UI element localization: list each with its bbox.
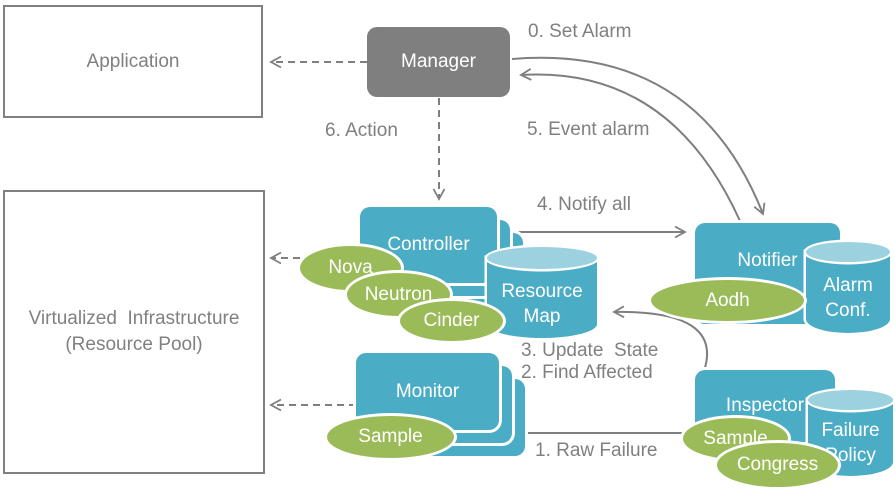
flow-label-raw-failure: 1. Raw Failure <box>535 440 658 461</box>
alarm-conf-cylinder-top <box>806 242 890 262</box>
virtualized-infrastructure-box: Virtualized Infrastructure (Resource Poo… <box>3 190 265 474</box>
virtualized-infrastructure-label-line1: Virtualized Infrastructure <box>28 308 240 329</box>
resource-map-label-line2: Map <box>523 305 561 327</box>
controller-label: Controller <box>387 234 470 255</box>
resource-map-cylinder-top <box>487 247 597 269</box>
alarm-conf-label-line2: Conf. <box>825 299 871 321</box>
flow-label-update-state: 3. Update State <box>521 340 659 361</box>
monitor-sample-ellipse: Sample <box>327 416 454 458</box>
failure-policy-label-line2: Policy <box>825 445 876 466</box>
notifier-label: Notifier <box>737 249 798 271</box>
failure-policy-cylinder-top <box>808 390 893 410</box>
arrow-set-alarm <box>511 56 766 216</box>
manager-box: Manager <box>367 27 510 97</box>
alarm-conf-cylinder: Alarm Conf. <box>806 242 890 333</box>
flow-label-notify-all: 4. Notify all <box>537 194 631 215</box>
cinder-ellipse: Cinder <box>400 301 503 341</box>
failure-policy-label-line1: Failure <box>821 420 880 441</box>
monitor-label: Monitor <box>395 380 460 402</box>
flow-label-set-alarm: 0. Set Alarm <box>528 21 632 42</box>
inspector-label: Inspector <box>725 395 805 416</box>
flow-label-event-alarm: 5. Event alarm <box>527 119 650 140</box>
alarm-conf-cylinder-body <box>806 252 890 333</box>
resource-map-cylinder-body <box>487 258 597 338</box>
arrow-update-state <box>612 305 709 372</box>
aodh-ellipse: Aodh <box>651 280 804 321</box>
alarm-conf-label-line1: Alarm <box>823 274 873 296</box>
application-label: Application <box>86 50 180 72</box>
resource-map-label-line1: Resource <box>501 280 583 302</box>
resource-map-cylinder: Resource Map <box>487 247 597 338</box>
congress-ellipse: Congress <box>717 443 838 487</box>
flow-label-action: 6. Action <box>325 120 398 141</box>
virtualized-infrastructure-label-line2: (Resource Pool) <box>65 334 203 355</box>
application-box: Application <box>3 5 263 118</box>
flow-label-find-affected: 2. Find Affected <box>521 362 653 383</box>
arrow-event-alarm <box>519 68 741 222</box>
